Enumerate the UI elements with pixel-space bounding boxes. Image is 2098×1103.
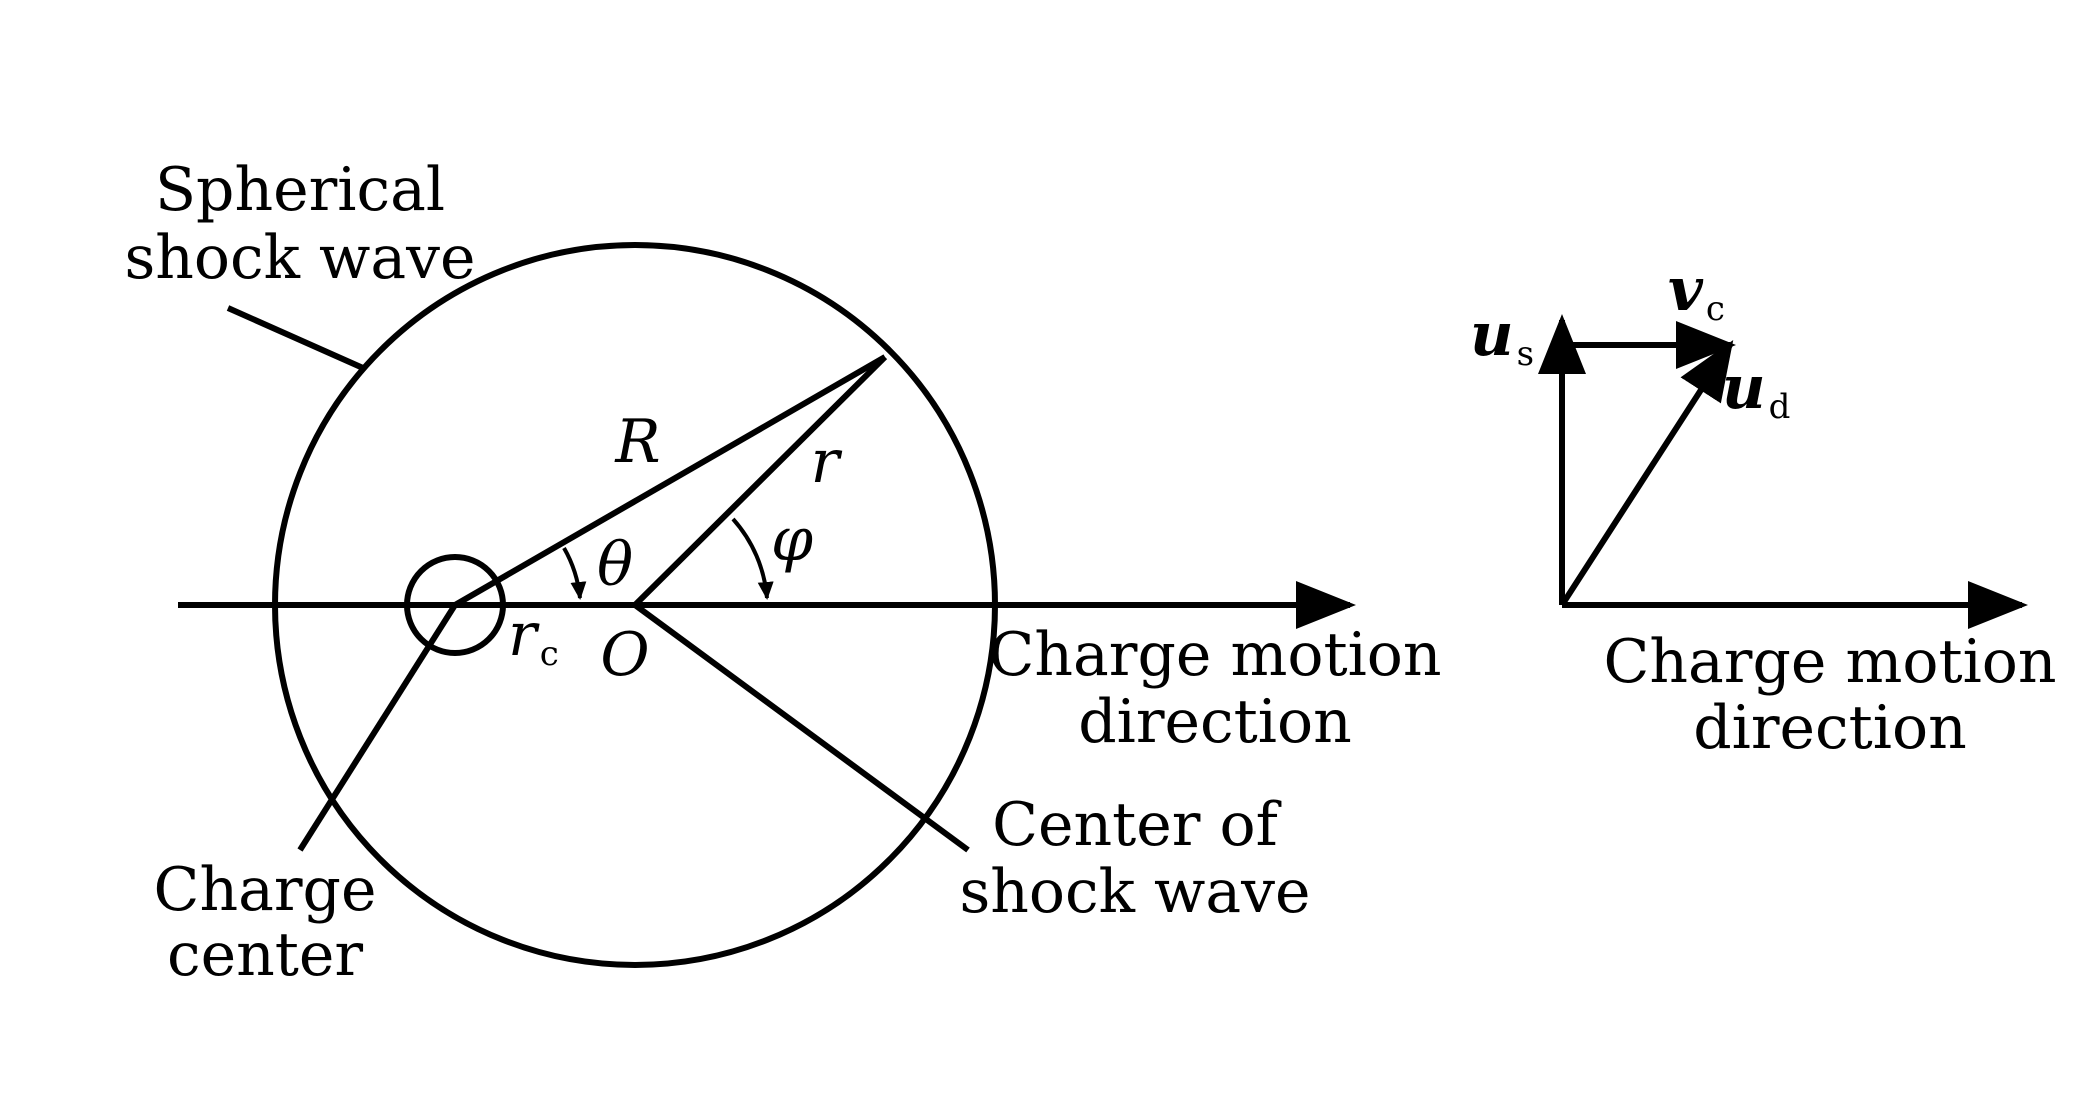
phi-angle-arc [731, 517, 774, 600]
theta-angle-arc [562, 547, 587, 600]
symbol-theta: θ [597, 530, 633, 600]
spherical-wave-leader [226, 305, 365, 371]
label-center-of-shock-line1: Center of [992, 790, 1282, 860]
label-charge-motion-right-line1: Charge motion [1603, 627, 2056, 697]
label-spherical-line1: Spherical [155, 155, 445, 225]
symbol-r-c-sub: c [540, 634, 559, 674]
label-center-of-shock-line2: shock wave [959, 857, 1310, 927]
symbol-v-c-main: v [1668, 255, 1704, 325]
label-charge-motion-left-line1: Charge motion [988, 620, 1441, 690]
symbol-u-d-main: u [1722, 353, 1766, 423]
label-charge-motion-right-line2: direction [1693, 693, 1966, 763]
symbol-u-s: us [1470, 300, 1534, 374]
symbol-v-c: vc [1668, 255, 1725, 329]
radius-r-line [632, 354, 888, 608]
symbol-R: R [614, 407, 660, 477]
label-charge-center-line2: center [167, 920, 363, 990]
shock-center-leader [633, 602, 970, 853]
symbol-r-c: rc [508, 600, 559, 674]
left-figure: Spherical shock wave Charge center Cente… [124, 155, 1441, 990]
symbol-u-s-sub: s [1517, 334, 1534, 374]
symbol-O: O [600, 620, 649, 690]
symbol-u-d-sub: d [1769, 387, 1791, 427]
label-spherical-line2: shock wave [124, 223, 475, 293]
symbol-u-s-main: u [1470, 300, 1514, 370]
symbol-v-c-sub: c [1706, 289, 1725, 329]
charge-center-leader [297, 603, 458, 852]
symbol-phi: φ [771, 505, 813, 575]
label-charge-center-line1: Charge [154, 855, 377, 925]
label-charge-motion-left-line2: direction [1078, 687, 1351, 757]
symbol-r-c-main: r [508, 600, 540, 670]
radius-R-line [453, 354, 887, 608]
symbol-u-d: ud [1722, 353, 1790, 427]
u-d-vector [1559, 339, 1734, 607]
symbol-r: r [811, 427, 843, 497]
velocity-vector-figure: us vc ud Charge motion direction [1470, 255, 2057, 763]
